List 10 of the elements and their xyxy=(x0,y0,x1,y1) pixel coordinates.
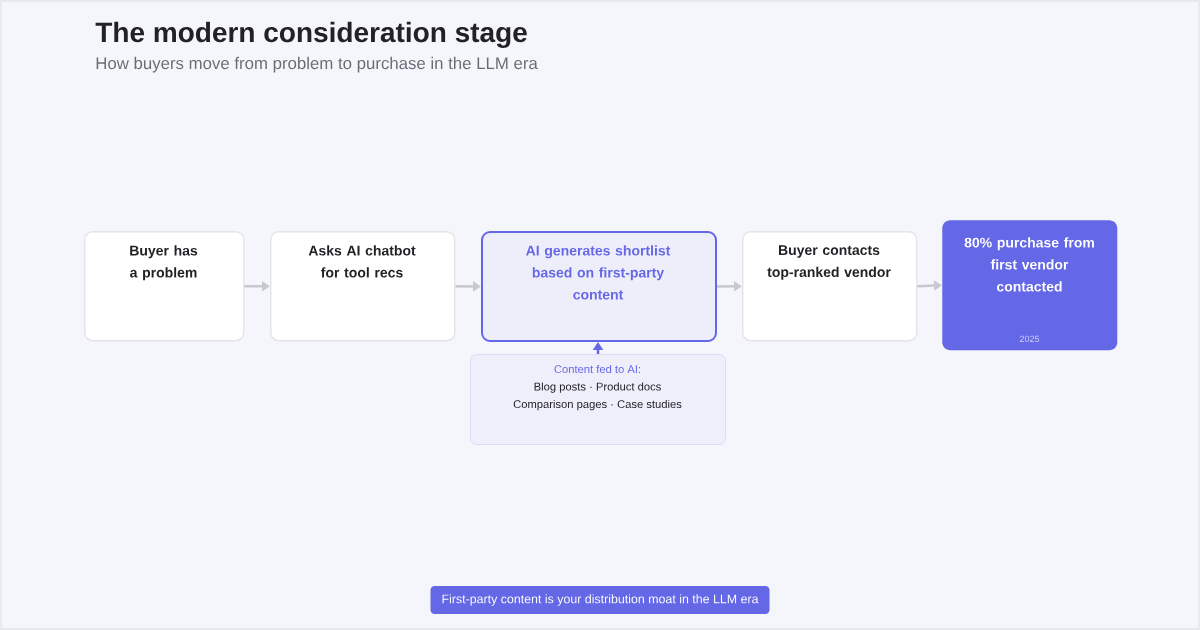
process-box: Buyer has a problem xyxy=(84,231,245,342)
process-box: Asks AI chatbot for tool recs xyxy=(270,231,456,342)
list-text: Comparison pages · Case studies xyxy=(513,399,682,411)
subtitle: How buyers move from problem to purchase in the LLM era xyxy=(96,56,538,73)
banner: First-party content is your distribution moat in the LLM era xyxy=(430,586,770,614)
title: The modern consideration stage xyxy=(95,21,527,48)
process-box: AI generates shortlist based on first-party content xyxy=(481,231,717,342)
process-box: Buyer contacts top-ranked vendor xyxy=(742,231,918,342)
source-note: 2025 xyxy=(1019,335,1040,343)
list-text: Blog posts · Product docs xyxy=(534,382,661,393)
